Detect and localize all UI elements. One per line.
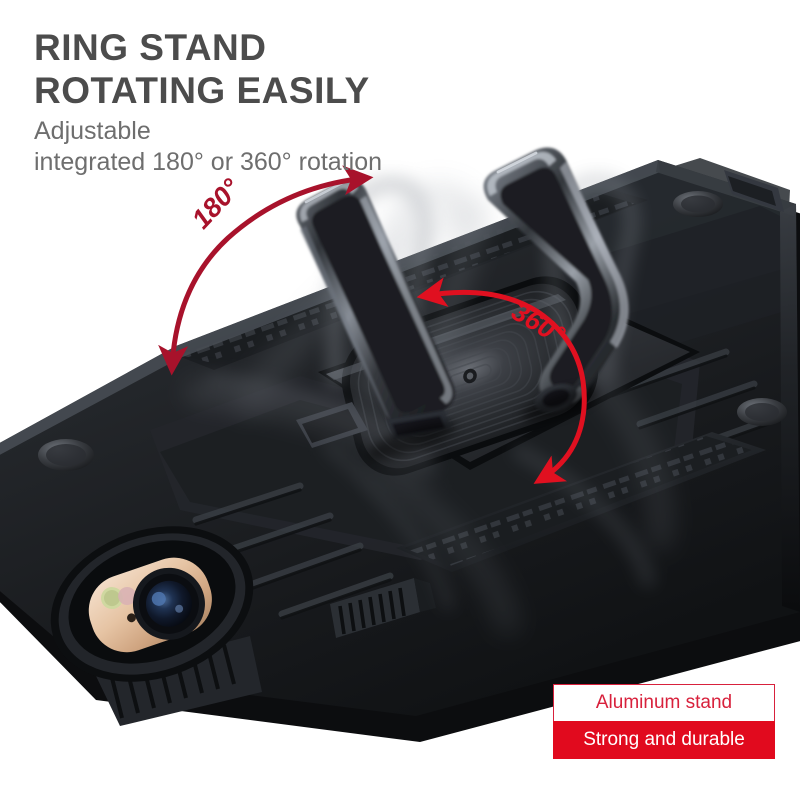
feature-badge: Aluminum stand Strong and durable xyxy=(553,684,775,759)
case-corner-ribs xyxy=(96,636,262,726)
case-side-ribbed-slider xyxy=(330,578,436,638)
camera-microphone xyxy=(127,613,136,623)
camera-module xyxy=(50,526,254,682)
badge-aluminum-stand: Aluminum stand xyxy=(553,684,775,721)
case-button-cover xyxy=(724,170,784,212)
badge-strong-durable: Strong and durable xyxy=(553,721,775,759)
